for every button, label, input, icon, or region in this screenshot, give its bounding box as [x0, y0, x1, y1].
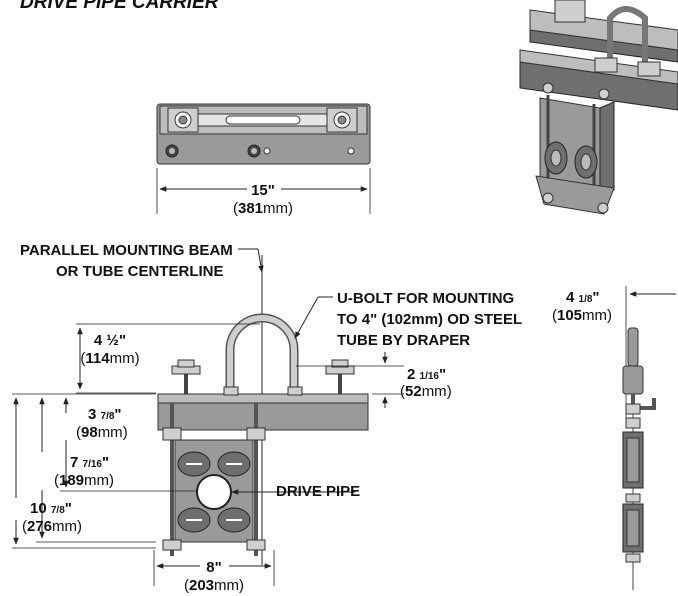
- top-view: [156, 103, 371, 214]
- dim-7-7-16-mm: (189mm): [54, 472, 114, 489]
- ubolt-callout-line2: TO 4" (102mm) OD STEEL: [337, 311, 522, 328]
- dim-2-1-16-frac: 1/16: [420, 371, 440, 382]
- dim-2-1-16-mm-value: 52: [405, 383, 422, 400]
- dim-10-7-8-mm-unit: mm: [52, 518, 77, 535]
- dim-10-7-8-whole: 10: [30, 500, 51, 517]
- dim-4-1-8-in: 4 1/8": [566, 289, 600, 306]
- dim-4-1-8-mm-unit: mm: [582, 307, 607, 324]
- dim-3-7-8-whole: 3: [88, 406, 101, 423]
- top-width-mm-value: 381: [238, 200, 263, 217]
- dim-3-7-8-mm: (98mm): [76, 424, 128, 441]
- dim-10-7-8-mm: (276mm): [22, 518, 82, 535]
- dim-4-1-2-mm: (114mm): [80, 350, 139, 367]
- dim-4-1-2-mm-unit: mm: [110, 350, 135, 367]
- callout-leaders: [231, 248, 355, 495]
- top-width-mm-unit: mm: [263, 200, 288, 217]
- dim-8-in: 8": [206, 559, 221, 576]
- dim-7-7-16-in: 7 7/16": [70, 454, 109, 471]
- dim-7-7-16-whole: 7: [70, 454, 83, 471]
- ubolt-callout-line1: U-BOLT FOR MOUNTING: [337, 290, 514, 307]
- top-width-in: 15": [251, 182, 275, 199]
- dim-3-7-8-in: 3 7/8": [88, 406, 122, 423]
- top-width-mm: (381mm): [233, 200, 293, 217]
- dim-10-7-8-mm-value: 276: [27, 518, 52, 535]
- ubolt-line2-b: 102: [386, 311, 411, 328]
- dim-4-1-8-mm-value: 105: [557, 307, 582, 324]
- dim-2-1-16-mm: (52mm): [400, 383, 452, 400]
- dim-3-7-8-frac: 7/8: [101, 411, 115, 422]
- isometric-view: [519, 0, 678, 215]
- dim-10-7-8-in: 10 7/8": [30, 500, 72, 517]
- dim-7-7-16-mm-value: 189: [59, 472, 84, 489]
- ubolt-callout-line3: TUBE BY DRAPER: [337, 332, 470, 349]
- page-title: DRIVE PIPE CARRIER: [20, 0, 219, 13]
- side-view: [622, 286, 676, 590]
- dim-10-7-8-frac: 7/8: [51, 505, 65, 516]
- dim-7-7-16-frac: 7/16: [83, 459, 103, 470]
- ubolt-line2-c: mm) OD STEEL: [411, 311, 522, 328]
- dim-3-7-8-mm-unit: mm: [98, 424, 123, 441]
- drive-pipe-callout: DRIVE PIPE: [276, 483, 360, 500]
- beam-callout-line1: PARALLEL MOUNTING BEAM: [20, 242, 233, 259]
- dim-4-1-2-mm-value: 114: [85, 350, 110, 367]
- dim-2-1-16-whole: 2: [407, 366, 420, 383]
- dim-8-mm-value: 203: [189, 577, 214, 594]
- dim-3-7-8-mm-value: 98: [81, 424, 98, 441]
- dim-8-mm: (203mm): [184, 577, 244, 594]
- dim-4-1-8-whole: 4: [566, 289, 579, 306]
- dim-2-1-16-mm-unit: mm: [422, 383, 447, 400]
- dim-2-1-16-in: 2 1/16": [407, 366, 446, 383]
- dim-4-1-8-mm: (105mm): [552, 307, 612, 324]
- dim-4-1-2-in: 4 ½": [94, 332, 126, 349]
- dim-8-mm-unit: mm: [214, 577, 239, 594]
- dim-4-1-8-frac: 1/8: [579, 294, 593, 305]
- dim-7-7-16-mm-unit: mm: [84, 472, 109, 489]
- front-dimension-lines: [12, 323, 404, 586]
- ubolt-line2-a: TO 4" (: [337, 311, 386, 328]
- beam-callout-line2: OR TUBE CENTERLINE: [56, 263, 224, 280]
